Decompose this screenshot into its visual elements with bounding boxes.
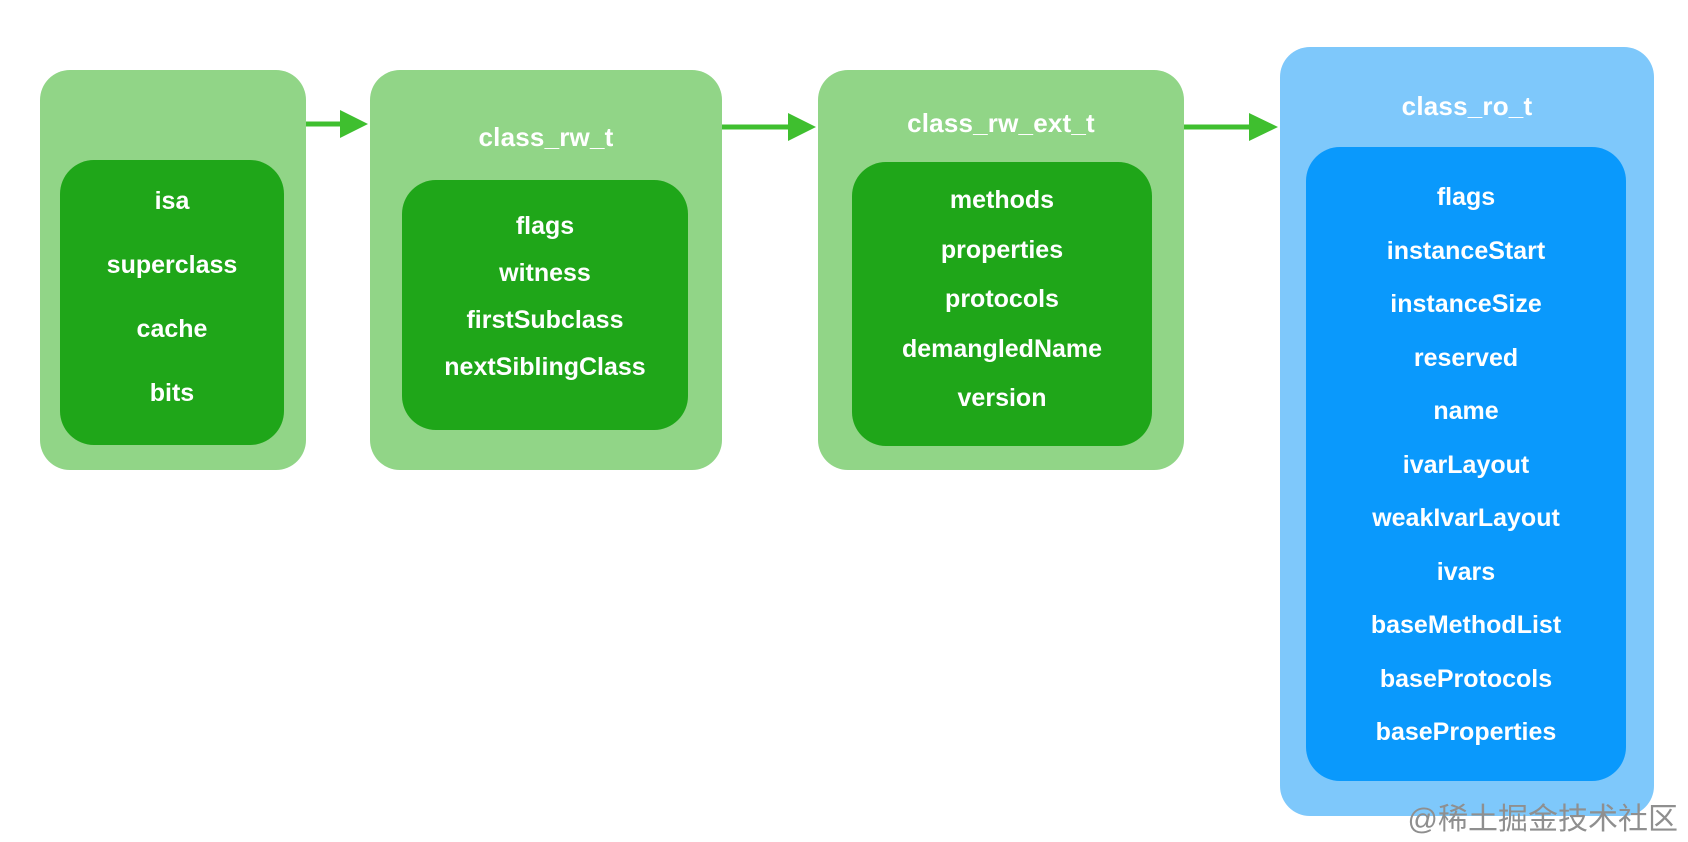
field-next-sibling-class: nextSiblingClass: [444, 353, 646, 381]
class-ro-t-title: class_ro_t: [1401, 91, 1533, 121]
field-cache: cache: [136, 315, 208, 343]
field-instance-size: instanceSize: [1390, 290, 1542, 318]
field-superclass: superclass: [106, 251, 238, 279]
field-base-properties: baseProperties: [1375, 718, 1557, 746]
field-first-subclass: firstSubclass: [466, 306, 624, 334]
field-protocols: protocols: [945, 285, 1059, 313]
arrow-rw-ext-to-ro: [1184, 113, 1278, 141]
field-base-protocols: baseProtocols: [1379, 664, 1553, 693]
class-ro-t-fields: flags instanceStart instanceSize reserve…: [1306, 147, 1626, 781]
field-demangled-name: demangledName: [901, 334, 1103, 363]
field-instance-start: instanceStart: [1386, 236, 1546, 265]
class-rw-ext-t-title: class_rw_ext_t: [907, 108, 1095, 138]
field-isa: isa: [154, 187, 190, 215]
class-rw-ext-t-box: class_rw_ext_t methods properties protoc…: [818, 70, 1184, 470]
watermark: @稀土掘金技术社区: [1407, 803, 1678, 836]
field-name: name: [1433, 397, 1499, 425]
class-rw-t-title: class_rw_t: [478, 122, 614, 152]
myclass-fields: isa superclass cache bits: [60, 160, 284, 445]
field-witness: witness: [499, 259, 591, 287]
myclass-title: MYClass: [118, 36, 228, 66]
field-flags: flags: [515, 212, 575, 240]
arrow-rw-to-rw-ext: [722, 113, 816, 141]
class-ro-t-box: class_ro_t flags instanceStart instanceS…: [1280, 47, 1654, 816]
field-bits: bits: [149, 379, 195, 407]
field-reserved: reserved: [1413, 343, 1519, 372]
field-weak-ivar-layout: weakIvarLayout: [1372, 504, 1560, 532]
field-base-method-list: baseMethodList: [1370, 611, 1562, 639]
class-rw-ext-t-fields: methods properties protocols demangledNa…: [852, 162, 1152, 446]
arrow-myclass-to-rw: [306, 110, 368, 138]
field-ivar-layout: ivarLayout: [1402, 450, 1530, 479]
myclass-box: MYClass isa superclass cache bits: [40, 36, 306, 470]
field-ivars: ivars: [1436, 557, 1496, 586]
field-methods: methods: [949, 186, 1055, 214]
field-version: version: [957, 384, 1047, 412]
class-rw-t-box: class_rw_t flags witness firstSubclass n…: [370, 70, 722, 470]
class-rw-t-fields: flags witness firstSubclass nextSiblingC…: [402, 180, 688, 430]
field-flags: flags: [1436, 183, 1496, 211]
field-properties: properties: [940, 235, 1064, 264]
